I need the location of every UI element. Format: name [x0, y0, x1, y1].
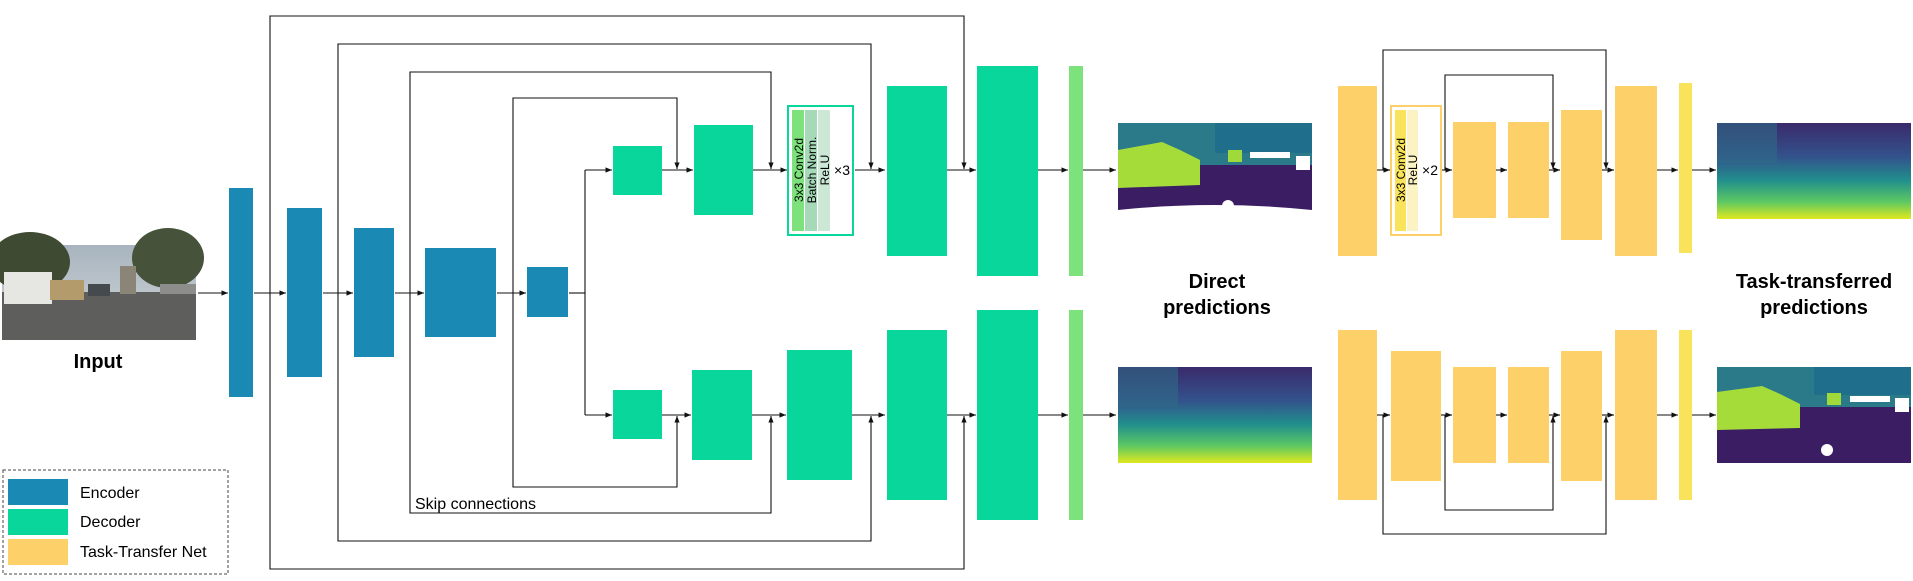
legend-decoder-swatch: [8, 509, 68, 535]
decoder-bottom-block-5: [977, 310, 1038, 520]
transfer-top-block-5: [1615, 86, 1657, 256]
transferred-segmentation-image: [1717, 367, 1911, 463]
transfer-conv-label: 3x3 Conv2d: [1394, 138, 1408, 202]
transfer-repeat-label: ×2: [1422, 162, 1438, 178]
direct-label-line2: predictions: [1163, 297, 1271, 319]
encoder-block-2: [287, 208, 322, 377]
transferred-depth-image: [1717, 123, 1911, 219]
decoder-top: 3x3 Conv2d Batch Norm. ReLU ×3: [613, 66, 1083, 276]
direct-label-line1: Direct: [1189, 271, 1246, 293]
skip-connections-label: Skip connections: [415, 496, 536, 513]
transfer-top-block-3: [1508, 122, 1549, 218]
transfer-head-bottom: [1679, 330, 1692, 500]
transfer-label-line1: Task-transferred: [1736, 271, 1892, 293]
decoder-bottom-block-3: [787, 350, 852, 480]
legend: Encoder Decoder Task-Transfer Net: [2, 469, 229, 575]
decoder-top-block-2: [694, 125, 753, 215]
transfer-conv-block: 3x3 Conv2d ReLU ×2: [1390, 105, 1442, 236]
decoder-conv-block: 3x3 Conv2d Batch Norm. ReLU ×3: [787, 105, 854, 236]
decoder-bottom-block-2: [692, 370, 752, 460]
direct-depth-image: [1118, 367, 1312, 463]
decoder-top-block-3: [887, 86, 947, 256]
transfer-label-line2: predictions: [1760, 297, 1868, 319]
encoder-block-3: [354, 228, 394, 357]
legend-transfer-label: Task-Transfer Net: [80, 544, 207, 561]
transfer-bottom-block-5: [1561, 351, 1602, 481]
decoder-relu-label: ReLU: [818, 155, 832, 186]
transfer-top-block-4: [1561, 110, 1602, 240]
decoder-repeat-label: ×3: [834, 162, 850, 178]
input-image: [0, 228, 204, 340]
decoder-bn-label: Batch Norm.: [805, 137, 819, 204]
transfer-bottom-block-6: [1615, 330, 1657, 500]
transfer-bottom-block-2: [1391, 351, 1441, 481]
decoder-top-block-1: [613, 146, 662, 195]
legend-decoder-label: Decoder: [80, 514, 141, 531]
transfer-relu-label: ReLU: [1406, 155, 1420, 186]
legend-transfer-swatch: [8, 539, 68, 565]
encoder-block-5: [527, 267, 568, 317]
head-top: [1069, 66, 1083, 276]
encoder-block-4: [425, 248, 496, 337]
transfer-bottom-block-4: [1508, 367, 1549, 463]
decoder-bottom: [613, 310, 1083, 520]
input-label: Input: [74, 351, 123, 373]
head-bottom: [1069, 310, 1083, 520]
transfer-bottom-block-1: [1338, 330, 1377, 500]
transfer-bottom: [1338, 330, 1692, 500]
decoder-bottom-block-4: [887, 330, 947, 500]
transfer-top: 3x3 Conv2d ReLU ×2: [1338, 83, 1692, 256]
transfer-top-block-1: [1338, 86, 1377, 256]
transfer-bottom-block-3: [1453, 367, 1496, 463]
encoder-block-1: [229, 188, 253, 397]
legend-encoder-label: Encoder: [80, 485, 140, 502]
connector-lines: [198, 15, 1716, 570]
direct-segmentation-image: [1118, 123, 1312, 219]
decoder-top-block-4: [977, 66, 1038, 276]
encoder: [229, 188, 568, 397]
decoder-bottom-block-1: [613, 390, 662, 439]
transfer-head-top: [1679, 83, 1692, 253]
legend-encoder-swatch: [8, 479, 68, 505]
transfer-top-block-2: [1453, 122, 1496, 218]
decoder-conv-label: 3x3 Conv2d: [792, 138, 806, 202]
